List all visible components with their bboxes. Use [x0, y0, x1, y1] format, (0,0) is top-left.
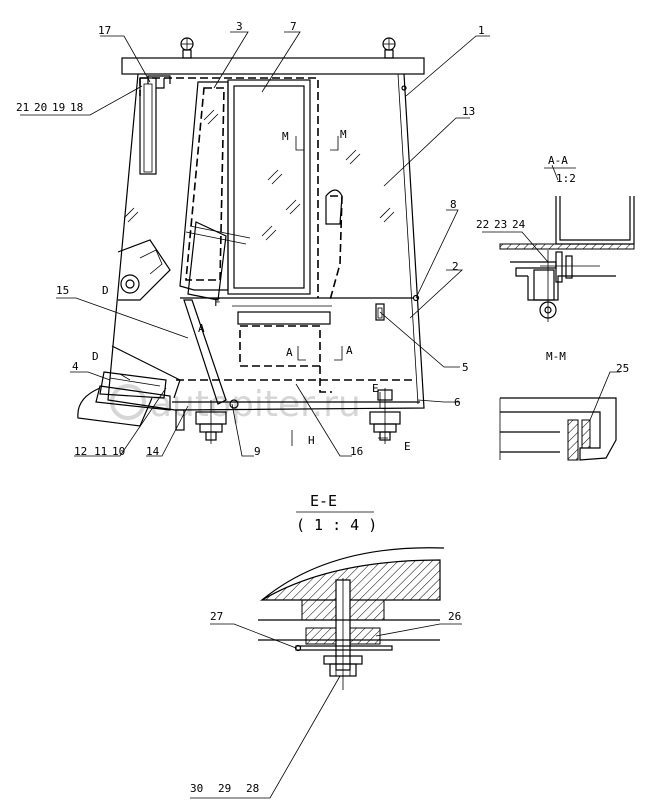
mark-e-upper: E	[372, 382, 379, 395]
callout-13: 13	[462, 105, 475, 118]
mark-h: H	[308, 434, 315, 447]
mark-d-lower: D	[92, 350, 99, 363]
aa-scale: 1:2	[556, 172, 576, 185]
callout-19: 19	[52, 101, 65, 114]
leader-lines	[20, 31, 559, 457]
control-assembly	[117, 189, 343, 301]
callout-22: 22	[476, 218, 489, 231]
callout-11: 11	[94, 445, 107, 458]
callout-14: 14	[146, 445, 160, 458]
mark-m-right: M	[340, 128, 347, 141]
mark-f: F	[214, 296, 221, 309]
mount-left	[175, 399, 239, 444]
callout-6: 6	[454, 396, 461, 409]
callout-7: 7	[290, 20, 297, 33]
mount-right	[369, 388, 401, 444]
mark-e-lower: E	[404, 440, 411, 453]
section-marks: M M A A A D D F H E E	[92, 128, 411, 453]
callout-18: 18	[70, 101, 83, 114]
callout-29: 29	[218, 782, 231, 795]
lifting-eye-left	[180, 37, 194, 59]
callout-1: 1	[478, 24, 485, 37]
section-a-a-view: A-A 1:2 22 23 24	[476, 154, 635, 322]
section-m-m-view: M-M 25	[499, 350, 629, 461]
callout-16: 16	[350, 445, 363, 458]
mm-title: M-M	[546, 350, 566, 363]
callout-3: 3	[236, 20, 243, 33]
callout-25: 25	[616, 362, 629, 375]
callout-27: 27	[210, 610, 223, 623]
mark-m-left: M	[282, 130, 289, 143]
ee-scale: ( 1 : 4 )	[296, 516, 377, 534]
section-e-e-view: E-E ( 1 : 4 ) 27 26 30 29 28	[190, 492, 462, 799]
callout-23: 23	[494, 218, 507, 231]
callouts: 17 21 20 19 18 3 7 1 13 8 2 5 6 15 4 12 …	[16, 20, 485, 458]
callout-20: 20	[34, 101, 47, 114]
ee-title: E-E	[310, 492, 337, 510]
callout-10: 10	[112, 445, 125, 458]
callout-30: 30	[190, 782, 203, 795]
callout-8: 8	[450, 198, 457, 211]
aa-title: A-A	[548, 154, 568, 167]
mark-a-upper: A	[198, 322, 205, 335]
callout-2: 2	[452, 260, 459, 273]
callout-5: 5	[462, 361, 469, 374]
mark-a-right: A	[346, 344, 353, 357]
watermark: autopiter.ru	[110, 384, 361, 425]
mark-a-left: A	[286, 346, 293, 359]
mark-d-upper: D	[102, 284, 109, 297]
callout-15: 15	[56, 284, 69, 297]
callout-26: 26	[448, 610, 461, 623]
callout-24: 24	[512, 218, 526, 231]
callout-17: 17	[98, 24, 111, 37]
callout-9: 9	[254, 445, 261, 458]
roof-panel	[121, 57, 425, 75]
watermark-text: autopiter.ru	[150, 384, 361, 425]
cab-front-view	[77, 37, 425, 446]
callout-12: 12	[74, 445, 87, 458]
callout-28: 28	[246, 782, 259, 795]
callout-4: 4	[72, 360, 79, 373]
lifting-eye-right	[382, 37, 396, 59]
callout-21: 21	[16, 101, 29, 114]
